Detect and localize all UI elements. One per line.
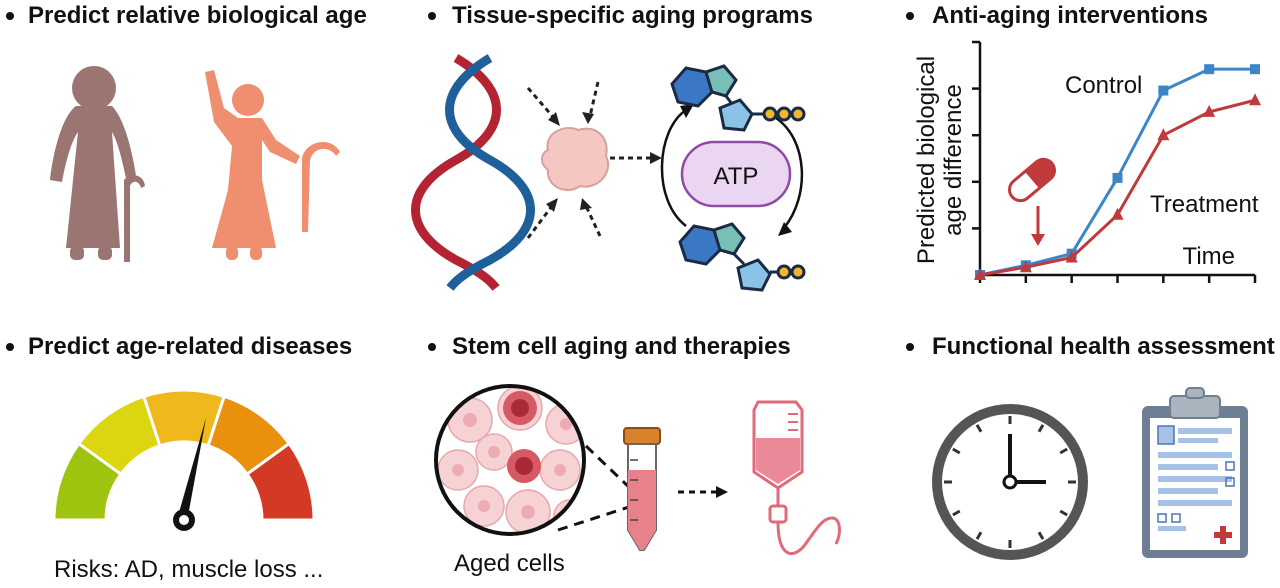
panel-functional-health: Functional health assessment: [880, 320, 1280, 588]
elderly-woman-icon: [50, 66, 145, 262]
data-point-treatment: [1111, 207, 1124, 220]
heading-biological-age: Predict relative biological age: [28, 2, 367, 29]
clock-tick: [952, 447, 961, 455]
data-point-treatment: [1019, 260, 1032, 273]
dancing-elder-icon: [205, 70, 340, 260]
heading-anti-aging: Anti-aging interventions: [932, 2, 1208, 29]
molecule-top-icon: [670, 64, 806, 132]
zoom-lines: [557, 444, 634, 532]
tissue-aging-illustration: ATP: [411, 54, 806, 292]
chart-series: [974, 64, 1261, 280]
data-point-treatment: [974, 268, 986, 280]
arrowheads: [546, 112, 662, 212]
chart-axes: [972, 40, 1257, 283]
gauge-needle-icon: [173, 418, 206, 531]
data-point-control: [1112, 172, 1123, 183]
down-arrow-icon: [1031, 206, 1045, 246]
functional-health-illustration: [932, 387, 1248, 560]
elderly-figures-illustration: [50, 66, 340, 262]
test-tube-icon: [623, 427, 661, 551]
clock-tick: [975, 531, 983, 540]
molecule-bottom-icon: [678, 222, 806, 292]
atp-box: [680, 140, 792, 208]
bullet: [6, 343, 14, 351]
converging-arrows: [526, 81, 652, 239]
panel-biological-age: Predict relative biological age: [0, 0, 420, 294]
risks-caption: Risks: AD, muscle loss ...: [54, 556, 324, 583]
panel-anti-aging: Anti-aging interventions Predicted biolo…: [880, 0, 1280, 294]
legend-label-control: Control: [1065, 72, 1142, 99]
gauge-segment: [245, 441, 316, 522]
bullet: [428, 12, 436, 20]
y-axis-label: Predicted biologicalage difference: [913, 56, 967, 264]
gauge-segments: [52, 388, 316, 522]
aged-cells-icon: [437, 386, 584, 534]
x-axis-label: Time: [1183, 243, 1235, 270]
stem-cell-illustration: [434, 384, 841, 556]
bullet: [428, 343, 436, 351]
panel-tissue-aging: Tissue-specific aging programs: [411, 0, 860, 294]
data-point-treatment: [1157, 128, 1170, 141]
heading-tissue-aging: Tissue-specific aging programs: [452, 2, 813, 29]
cycle-arrows: [660, 108, 804, 229]
medical-cross-icon: [1214, 526, 1232, 544]
clock-icon: [932, 404, 1088, 560]
bullet: [6, 12, 14, 20]
clock-tick: [1037, 531, 1045, 540]
aged-cells-caption: Aged cells: [454, 550, 565, 577]
bullet: [906, 12, 914, 20]
clipboard-icon: [1142, 387, 1248, 558]
risk-gauge-icon: [52, 388, 316, 531]
panel-stem-cell: Stem cell aging and therapies: [420, 320, 860, 588]
data-point-treatment: [1249, 93, 1261, 106]
clock-tick: [952, 509, 961, 517]
legend-label-treatment: Treatment: [1150, 191, 1259, 218]
tissue-cell-icon: [541, 127, 609, 191]
clock-tick: [1059, 447, 1068, 455]
heading-stem-cell: Stem cell aging and therapies: [452, 333, 791, 360]
bullet: [906, 343, 914, 351]
transfer-arrow: [678, 486, 728, 498]
data-point-control: [1250, 64, 1260, 75]
data-point-control: [1158, 85, 1169, 96]
heading-diseases: Predict age-related diseases: [28, 333, 353, 360]
data-point-treatment: [1203, 104, 1216, 117]
data-point-treatment: [1065, 250, 1078, 263]
clock-tick: [1037, 424, 1045, 433]
dna-helix-icon: [411, 54, 535, 291]
panel-diseases: Predict age-related diseases Risks: AD, …: [0, 320, 420, 588]
heading-functional-health: Functional health assessment: [932, 333, 1275, 360]
pill-icon: [1008, 157, 1056, 203]
clock-tick: [975, 424, 983, 433]
clock-tick: [1059, 509, 1068, 517]
data-point-control: [1204, 64, 1215, 75]
iv-bag-icon: [752, 400, 841, 556]
atp-label: ATP: [714, 163, 759, 190]
